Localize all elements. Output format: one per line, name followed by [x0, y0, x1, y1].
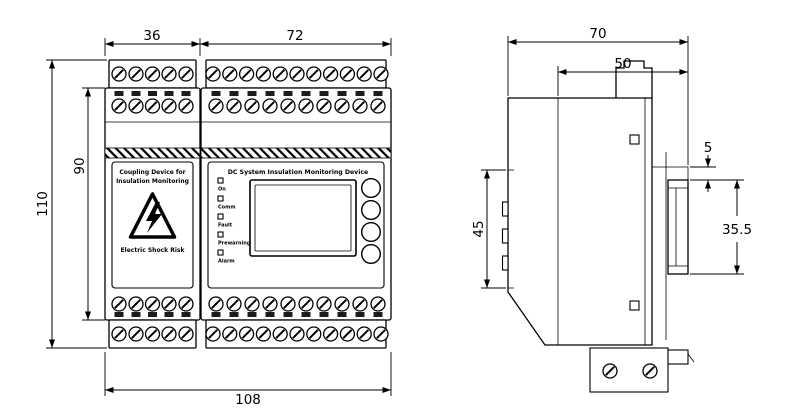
side-view: 70 50 45 5 35.5	[471, 26, 752, 393]
front-cover-bump	[501, 201, 509, 217]
terminal-row	[112, 327, 193, 341]
led-on-icon	[217, 177, 224, 184]
dim-rail-gap: 5	[704, 140, 713, 156]
dim-height-body: 90	[72, 157, 88, 174]
led-label-comm: Comm	[218, 205, 236, 211]
din-rail-profile	[667, 179, 689, 275]
left-module-hatch-strip	[104, 147, 201, 159]
front-view: Coupling Device for Insulation Monitorin…	[35, 28, 392, 408]
dim-width-right: 72	[286, 28, 303, 44]
housing-vent-square	[629, 300, 640, 311]
terminal-row	[112, 99, 193, 113]
led-indicators: On Comm Fault Prewarning Alarm	[217, 177, 251, 265]
screw-terminal-icon	[642, 363, 658, 379]
electric-shock-risk-label: Electric Shock Risk	[121, 247, 186, 254]
dim-width-total: 108	[235, 392, 261, 408]
terminal-row	[112, 67, 193, 81]
panel-button-3	[361, 221, 382, 242]
led-label-fault: Fault	[218, 223, 233, 229]
left-module-title-line2: Insulation Monitoring	[116, 178, 189, 185]
front-view-dimensions: 36 72 110 90 108	[35, 28, 392, 408]
device-title: DC System Insulation Monitoring Device	[228, 169, 368, 176]
led-alarm-icon	[217, 249, 224, 256]
led-label-on: On	[218, 187, 226, 193]
front-cover-bump	[501, 228, 509, 244]
display-screen	[254, 184, 352, 252]
dim-depth-body: 50	[614, 56, 631, 72]
panel-button-1	[361, 177, 382, 198]
screw-terminal-icon	[602, 363, 618, 379]
dim-height-front: 45	[471, 220, 487, 237]
panel-button-2	[361, 199, 382, 220]
led-fault-icon	[217, 213, 224, 220]
side-bottom-terminal-block	[589, 347, 695, 393]
side-view-dimensions: 70 50 45 5 35.5	[471, 26, 752, 289]
din-rail	[652, 152, 689, 340]
electric-shock-warning-icon	[128, 192, 177, 239]
terminal-row	[112, 297, 193, 311]
left-module-title-line1: Coupling Device for	[119, 169, 185, 176]
terminal-row	[206, 67, 388, 81]
right-module-face: DC System Insulation Monitoring Device O…	[207, 161, 385, 289]
left-module-face: Coupling Device for Insulation Monitorin…	[111, 161, 194, 289]
panel-buttons	[361, 177, 382, 264]
lightning-bolt-icon	[146, 202, 162, 233]
led-comm-icon	[217, 195, 224, 202]
led-prewarning-icon	[217, 231, 224, 238]
front-cover-bump	[501, 255, 509, 271]
dim-rail-height: 35.5	[722, 222, 752, 238]
dim-height-total: 110	[35, 191, 51, 217]
led-label-alarm: Alarm	[218, 259, 235, 265]
panel-button-4	[361, 243, 382, 264]
housing-vent-square	[629, 134, 640, 145]
right-module-hatch-strip	[200, 147, 392, 159]
led-label-prewarning: Prewarning	[218, 241, 251, 247]
dim-width-left: 36	[143, 28, 160, 44]
din-clip-bottom	[667, 349, 689, 365]
terminal-row	[206, 327, 388, 341]
dim-depth-total: 70	[589, 26, 606, 42]
